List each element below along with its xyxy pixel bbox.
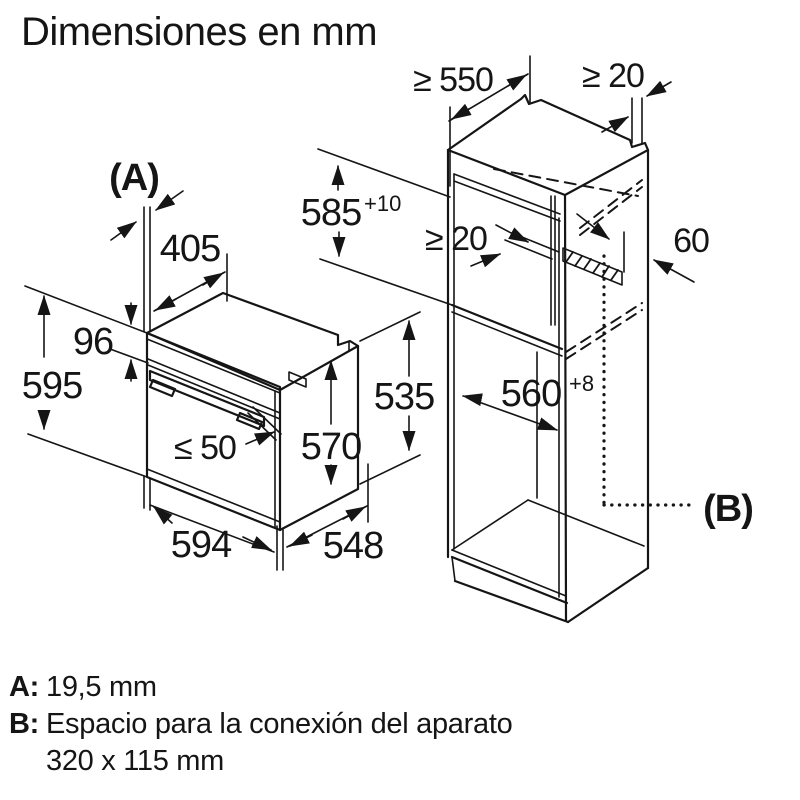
dim-arrow (289, 531, 313, 547)
note-b-dimensions-value: 320 x 115 mm (46, 745, 225, 777)
oven-top-face (145, 291, 360, 392)
label-a: (A) (109, 157, 159, 199)
dim-arrow (202, 272, 224, 289)
label-b: (B) (703, 488, 753, 530)
dim-arrow (646, 80, 672, 97)
dim-arrow (495, 224, 529, 243)
note-a: A:19,5 mm (9, 669, 512, 706)
cabinet-top-panel-underside (453, 180, 561, 222)
dim-label-niche-height: 585 (301, 192, 361, 234)
note-b-key: B: (9, 708, 40, 740)
vent-strip-outline (562, 247, 623, 286)
ref-line (252, 406, 282, 435)
cabinet-plinth-left-edge (451, 556, 456, 582)
oven-door-bottom-line (146, 468, 281, 523)
hidden-edge (493, 168, 639, 197)
dim-arrow (462, 393, 483, 407)
cabinet-top-face (446, 93, 650, 197)
cabinet-plinth-bottom-edge (453, 579, 570, 624)
cabinet-floor-front-edge (451, 549, 567, 597)
oven-right-face (278, 344, 360, 532)
cabinet-front-right-edge (563, 193, 568, 623)
hidden-edge (579, 186, 643, 236)
dim-arrow (653, 259, 695, 283)
footnotes: A:19,5 mm B:Espacio para la conexión del… (9, 669, 513, 780)
note-b: B:Espacio para la conexión del aparato (9, 706, 513, 743)
ext-line (109, 348, 149, 364)
hidden-edge (565, 302, 643, 353)
dim-arrow (153, 506, 173, 525)
cabinet-bottom-front-edge (450, 555, 569, 605)
note-b-dimensions: 320 x 115 mm (9, 743, 512, 780)
dim-arrow (245, 431, 275, 446)
dim-label-rear-offset: 60 (673, 222, 709, 260)
dim-line (475, 400, 541, 425)
dim-arrow (470, 253, 501, 268)
dim-arrow (342, 506, 366, 522)
cabinet-shelf-edge (451, 311, 563, 357)
gap-line (504, 239, 553, 260)
cabinet-floor-back-edge (527, 499, 645, 547)
dim-label-top-depth: 405 (160, 228, 220, 270)
dim-label-wall-gap: ≥ 20 (582, 57, 644, 95)
dim-label-height: 595 (22, 365, 82, 407)
dim-label-panel-height: 96 (73, 321, 113, 363)
dim-label-depth: 548 (323, 525, 383, 567)
dim-label-width: 594 (171, 524, 232, 566)
dim-label-inner-height: 570 (301, 426, 361, 468)
dim-label-niche-width: 560 (501, 373, 561, 415)
vent-strip (562, 213, 625, 286)
hidden-edge (579, 179, 643, 229)
cabinet-drawing: (B) ≥ 550 ≥ 20 585 +10 (301, 55, 754, 624)
frame-arrow (155, 190, 184, 211)
dim-arrow (536, 417, 558, 431)
oven-handle-bar (148, 369, 266, 428)
cabinet-bottom-right-edge (566, 566, 650, 624)
gap-line (511, 232, 560, 253)
dim-label-niche-height-tolerance: +10 (364, 191, 401, 216)
ext-line (24, 285, 148, 334)
dim-arrow (242, 536, 272, 551)
ext-line (319, 258, 453, 306)
page-title: Dimensiones en mm (21, 10, 378, 54)
dim-arrow (155, 295, 177, 311)
vent-arrow (576, 213, 610, 240)
oven-top-front-inner-edge (146, 338, 281, 394)
note-a-key: A: (9, 671, 40, 703)
oven-side-slot (288, 371, 307, 388)
oven-control-panel-line-1 (147, 358, 281, 414)
ext-line (27, 433, 148, 478)
oven-drawing: (A) 405 96 595 ≤ 50 (22, 157, 435, 571)
dim-label-body-depth: 535 (374, 376, 434, 418)
dim-arrow (506, 74, 527, 91)
dim-label-min-depth: ≥ 550 (413, 61, 493, 99)
cabinet-top-panel-underside (453, 173, 561, 215)
dim-arrow (601, 116, 629, 133)
note-a-value: 19,5 mm (46, 671, 157, 703)
dim-label-protrusion: ≤ 50 (174, 429, 236, 467)
oven-control-panel-line-2 (147, 364, 281, 420)
ext-line (359, 311, 421, 342)
dim-arrow (451, 103, 472, 120)
ext-line (359, 454, 421, 485)
note-b-value: Espacio para la conexión del aparato (46, 708, 513, 740)
ext-line (317, 148, 451, 198)
frame-arrow (110, 221, 137, 241)
cabinet-shelf-edge (450, 303, 564, 351)
dim-label-niche-width-tolerance: +8 (569, 371, 594, 396)
cabinet-floor-left-edge (451, 499, 529, 551)
dim-label-vent-gap: ≥ 20 (425, 220, 487, 258)
oven-handle-bracket-left (148, 378, 177, 398)
